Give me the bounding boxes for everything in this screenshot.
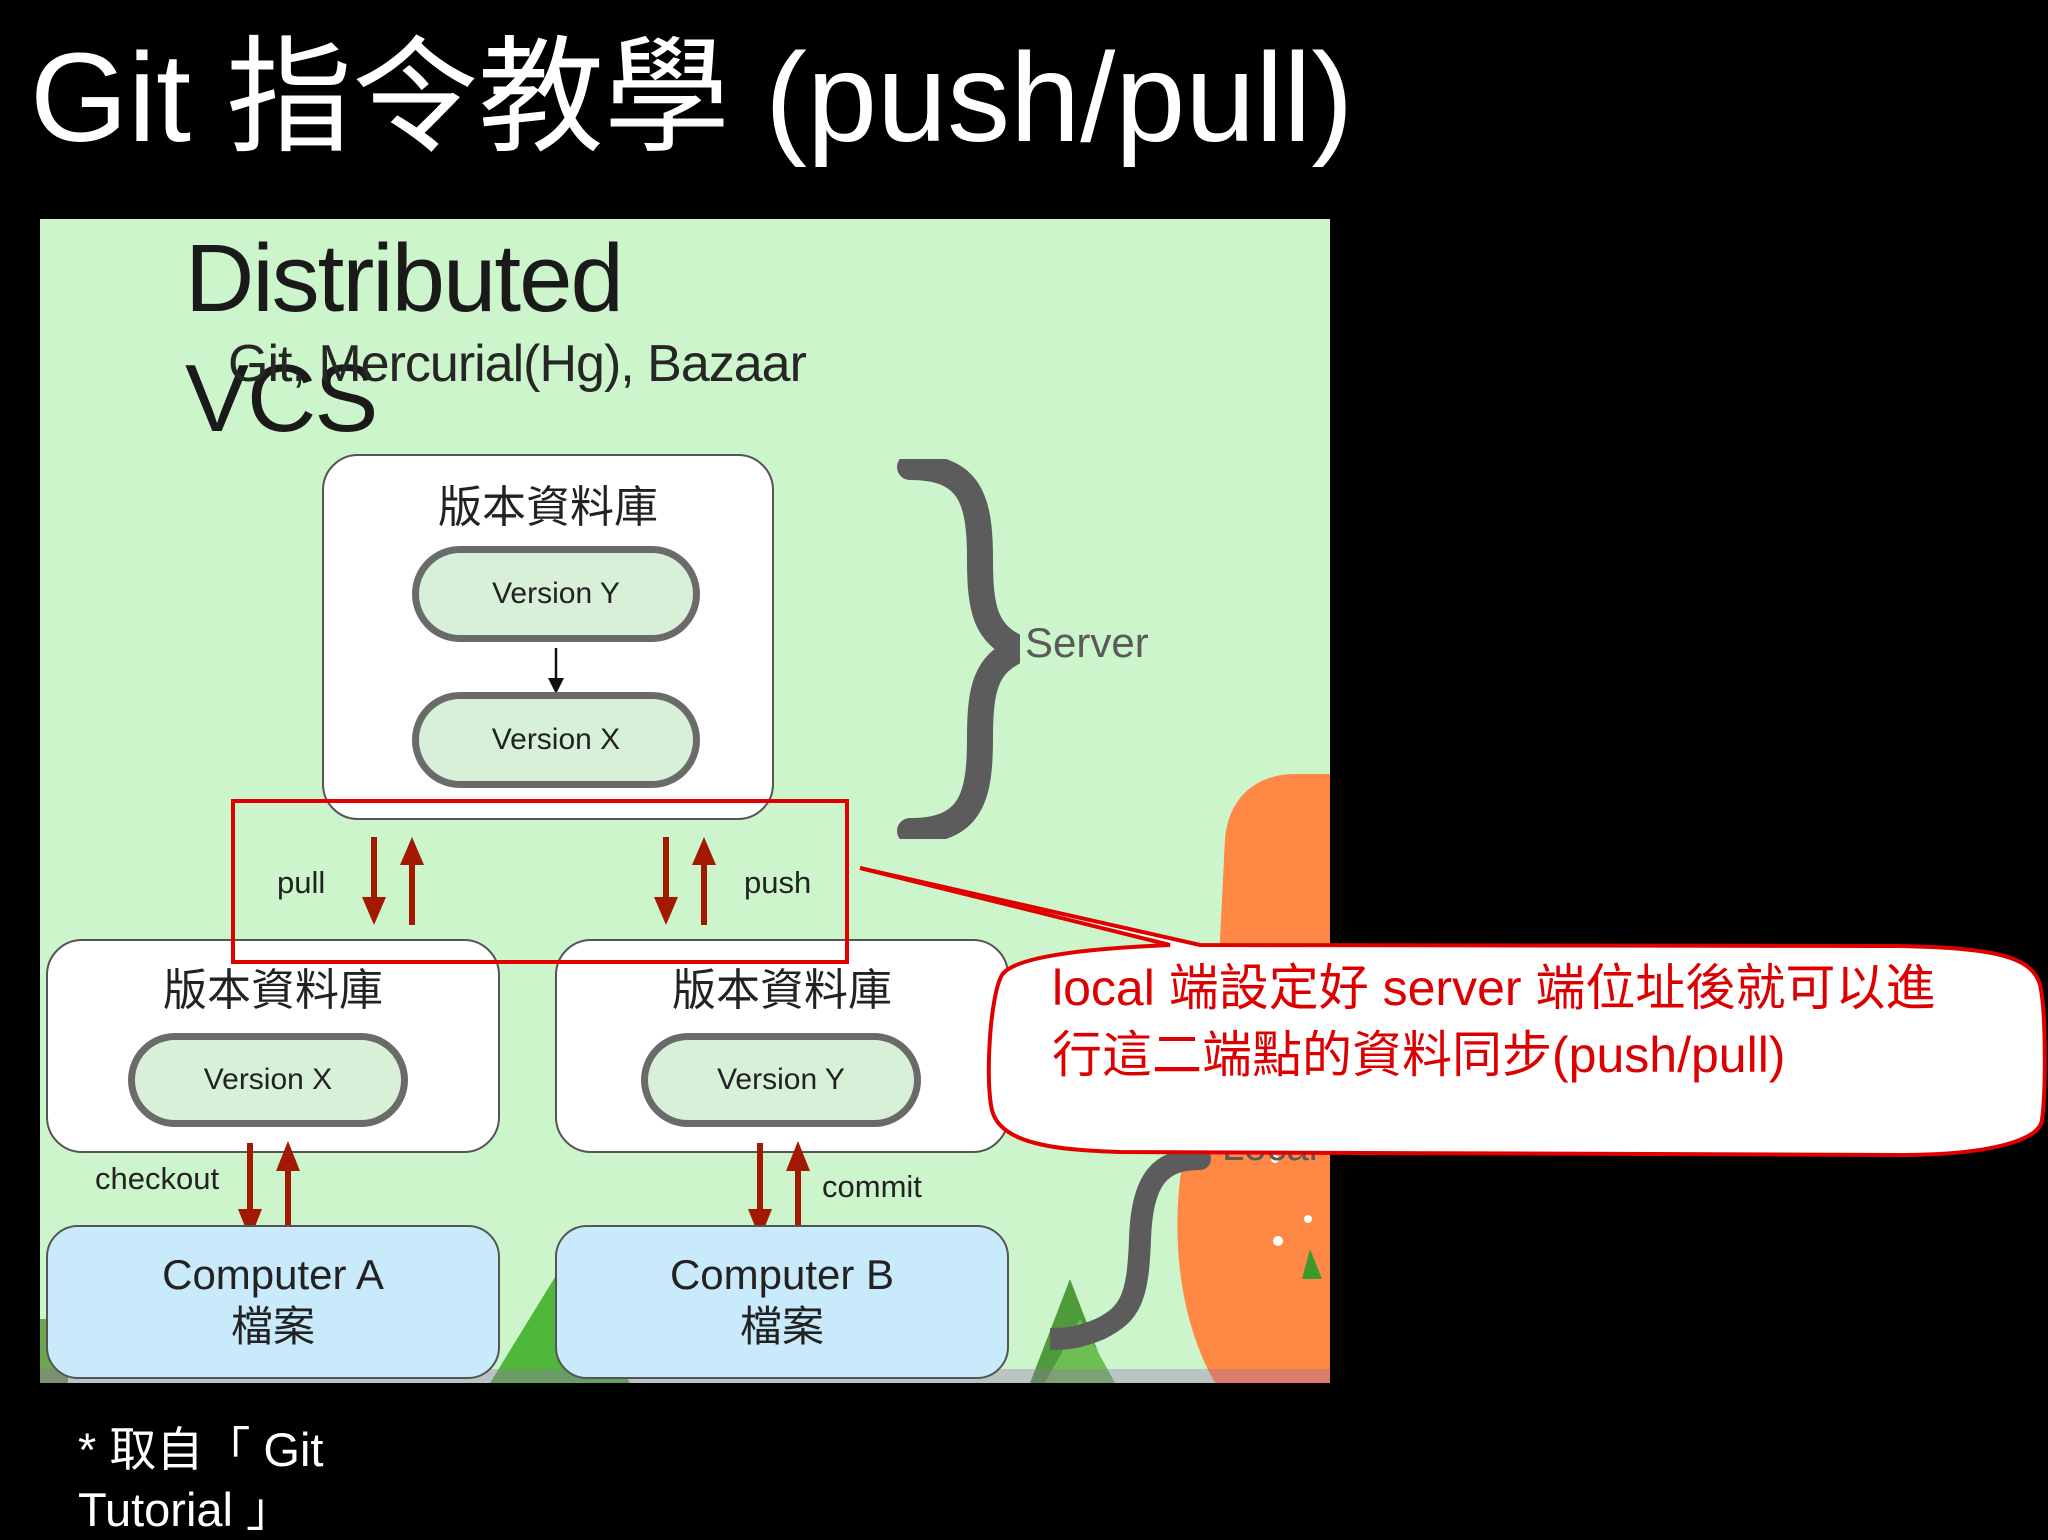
computer-b-files: 檔案 bbox=[739, 1303, 824, 1350]
server-brace bbox=[897, 459, 1020, 839]
computer-a: Computer A 檔案 bbox=[46, 1225, 500, 1379]
pull-arrows bbox=[362, 837, 424, 925]
local-b-version-y: Version Y bbox=[641, 1033, 921, 1127]
commit-label: commit bbox=[822, 1169, 922, 1204]
version-order-arrow bbox=[548, 648, 564, 694]
server-repository: 版本資料庫 Version Y Version X bbox=[322, 454, 774, 820]
local-repository-b: 版本資料庫 Version Y bbox=[555, 939, 1009, 1153]
diagram-title: Distributed VCS bbox=[185, 225, 624, 452]
computer-b: Computer B 檔案 bbox=[555, 1225, 1009, 1379]
callout-bubble bbox=[859, 866, 2047, 1158]
checkout-label: checkout bbox=[95, 1161, 220, 1196]
server-repository-label: 版本資料庫 bbox=[438, 483, 658, 532]
pull-label: pull bbox=[277, 865, 326, 900]
local-a-version-x: Version X bbox=[128, 1033, 408, 1127]
computer-b-name: Computer B bbox=[669, 1251, 895, 1298]
local-repository-b-label: 版本資料庫 bbox=[672, 966, 892, 1015]
source-footnote: * 取自「 Git Tutorial 」 bbox=[78, 1423, 324, 1536]
computer-a-name: Computer A bbox=[162, 1251, 384, 1298]
local-repository-a-label: 版本資料庫 bbox=[163, 966, 383, 1015]
server-label: Server bbox=[1025, 619, 1149, 666]
push-arrows bbox=[654, 837, 716, 925]
diagram-subtitle: Git, Mercurial(Hg), Bazaar bbox=[228, 335, 807, 393]
push-pull-highlight-box bbox=[231, 799, 849, 964]
server-version-y: Version Y bbox=[412, 546, 700, 642]
callout-text: local 端設定好 server 端位址後就可以進行這二端點的資料同步(pus… bbox=[1052, 960, 1936, 1083]
local-repository-a: 版本資料庫 Version X bbox=[46, 939, 500, 1153]
push-label: push bbox=[744, 865, 812, 900]
server-version-x: Version X bbox=[412, 692, 700, 788]
commit-arrows bbox=[748, 1141, 810, 1239]
local-bracket bbox=[1050, 1148, 1211, 1350]
slide-title: Git 指令教學 (push/pull) bbox=[30, 27, 1354, 168]
computer-a-files: 檔案 bbox=[230, 1303, 315, 1350]
